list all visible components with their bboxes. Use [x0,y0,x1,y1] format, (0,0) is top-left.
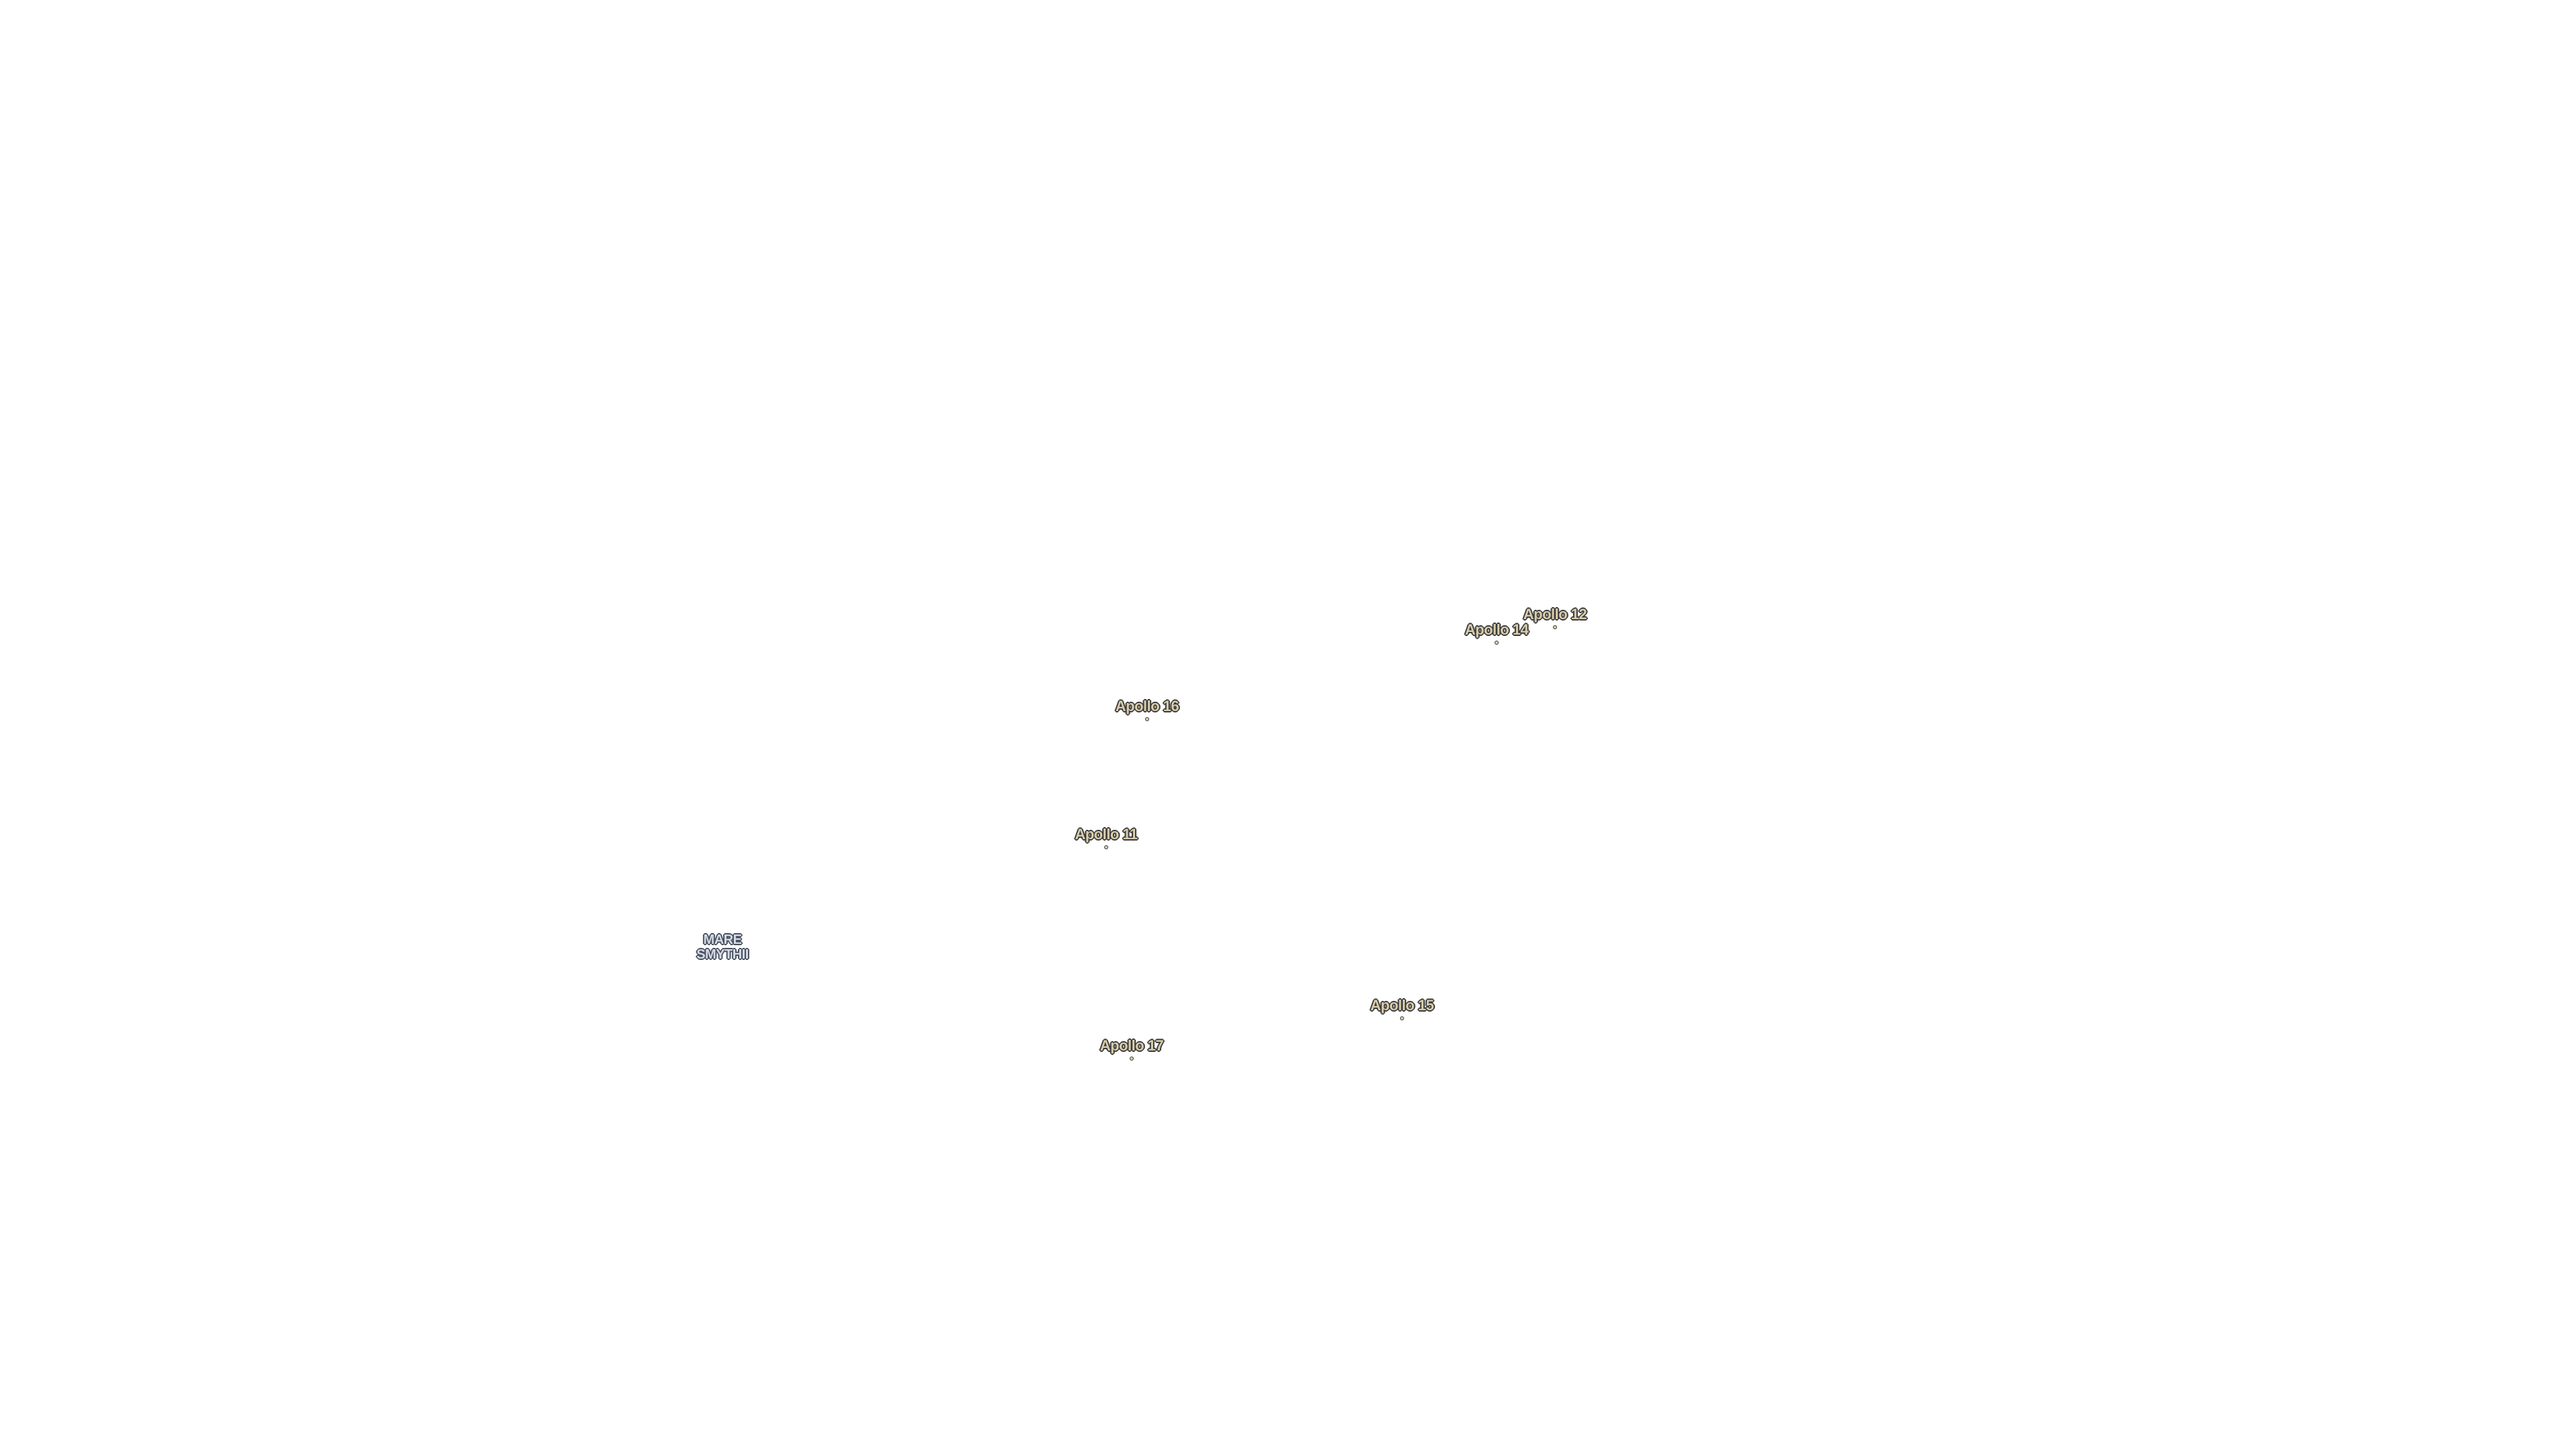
landing-site-marker-icon [1105,846,1108,849]
region-label-line: MARE [703,932,742,947]
landing-site-label: Apollo 14 [1464,621,1529,638]
landing-site-label: Apollo 15 [1370,997,1434,1014]
region-label-mare-smythii: MARE SMYTHII [696,932,749,962]
region-label-line: SMYTHII [696,947,749,962]
landing-site-label: Apollo 12 [1523,606,1587,623]
landing-site-label: Apollo 17 [1099,1037,1164,1054]
landing-site-marker-icon [1554,626,1556,629]
landing-site-marker-icon [1146,718,1148,720]
landing-site-marker-icon [1401,1017,1403,1020]
landing-site-marker-icon [1495,641,1498,644]
landing-site-marker-icon [1130,1057,1133,1060]
landing-site-label: Apollo 16 [1115,698,1179,714]
landing-site-label: Apollo 11 [1075,826,1138,843]
